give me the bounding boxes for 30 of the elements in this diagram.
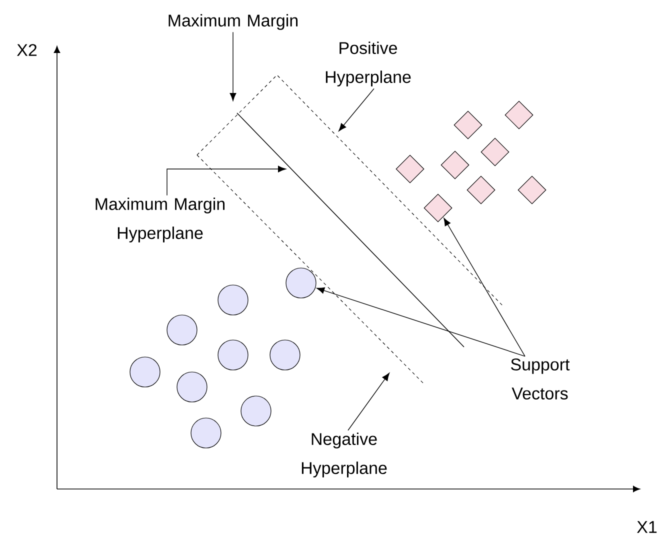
callout-text: Positive Hyperplane (326, 42, 411, 86)
circle-point (130, 356, 160, 388)
callout-text: Maximum Margin Hyperplane (96, 198, 225, 242)
diamond-point (454, 110, 482, 140)
arrow (166, 166, 286, 196)
diamond-point (518, 176, 546, 204)
circle-point (286, 268, 316, 298)
arrow (348, 372, 390, 431)
callout-text: Negative Hyperplane (302, 432, 387, 478)
circle-point (270, 340, 300, 370)
circle-point (218, 340, 248, 370)
arrow (316, 287, 526, 357)
callout-text: Support Vectors (511, 358, 570, 400)
diamond-point (504, 100, 534, 130)
callout-text: Maximum Margin (168, 14, 298, 30)
arrow (230, 32, 236, 101)
circle-point (190, 418, 222, 448)
diamond-point (480, 138, 510, 166)
diamond-point (424, 194, 452, 222)
axis-label: X2 (16, 44, 37, 56)
arrow (444, 218, 526, 357)
diamond-point (440, 150, 470, 180)
circle-point (240, 396, 272, 426)
diamond-point (466, 176, 496, 204)
circle-point (218, 284, 248, 316)
diamond-point (396, 154, 424, 184)
arrow (338, 88, 374, 132)
circle-point (166, 314, 198, 346)
axis-label: X1 (637, 521, 657, 533)
circle-point (176, 372, 208, 402)
